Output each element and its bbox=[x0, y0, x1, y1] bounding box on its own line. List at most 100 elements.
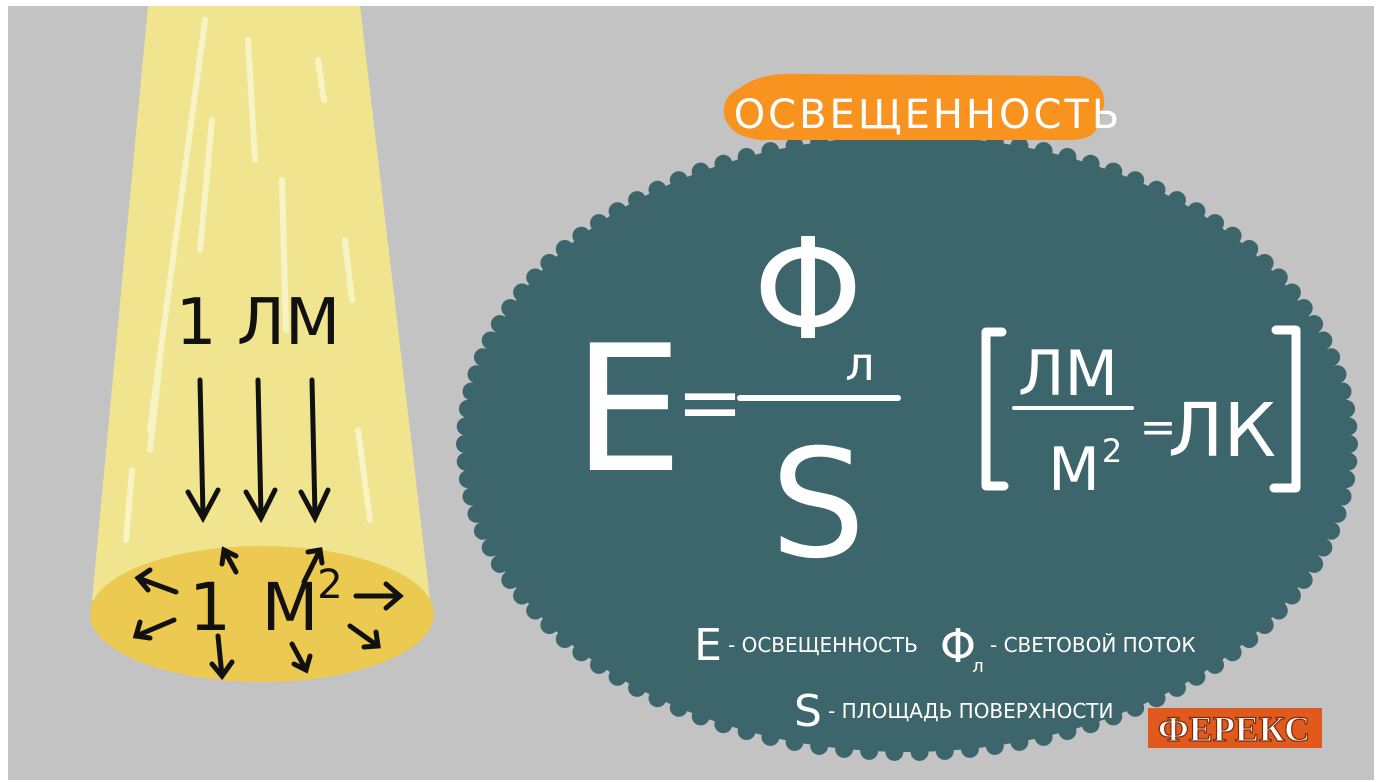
legend-e-text: - ОСВЕЩЕННОСТЬ bbox=[728, 633, 918, 657]
board-scallop bbox=[513, 283, 532, 302]
board-scallop bbox=[691, 162, 710, 181]
unit-equals: = bbox=[1140, 402, 1177, 453]
board-scallop bbox=[628, 678, 647, 697]
legend-phi-subscript: л bbox=[972, 656, 984, 677]
incoming-arrows bbox=[185, 377, 331, 524]
board-scallop bbox=[456, 417, 475, 436]
formula-e: E bbox=[573, 309, 684, 512]
board-scallop bbox=[1104, 162, 1123, 181]
beam-highlights bbox=[123, 17, 373, 543]
board-scallop bbox=[1223, 643, 1242, 662]
board-scallop bbox=[737, 148, 756, 166]
board-scallop bbox=[1206, 214, 1224, 233]
board-scallop bbox=[572, 226, 591, 245]
legend-e-symbol: E bbox=[694, 620, 722, 671]
board-scallop bbox=[669, 698, 688, 717]
scatter-arrows bbox=[132, 546, 404, 681]
unit-meter-exponent: 2 bbox=[1102, 432, 1122, 470]
board-scallop bbox=[540, 616, 559, 634]
board-scallop bbox=[810, 736, 829, 755]
arrow-down-head bbox=[298, 487, 331, 524]
board-scallop bbox=[490, 554, 509, 573]
board-scallop bbox=[462, 487, 481, 506]
board-scallop bbox=[860, 741, 879, 760]
board-scallop bbox=[526, 268, 545, 287]
board-scallop bbox=[761, 142, 780, 161]
formula-phi: Φ bbox=[753, 209, 863, 372]
light-spot bbox=[90, 546, 434, 682]
board-scallop bbox=[1333, 487, 1352, 506]
bracket-left bbox=[981, 327, 1009, 491]
legend-phi-text: - СВЕТОВОЙ ПОТОК bbox=[990, 633, 1196, 657]
unit-meter: М bbox=[1048, 435, 1100, 505]
legend-s-symbol: S bbox=[794, 686, 822, 737]
board-scallop bbox=[608, 667, 627, 686]
board-scallop bbox=[1167, 678, 1186, 697]
arrow-down bbox=[197, 377, 206, 518]
board-scallop bbox=[1104, 707, 1123, 726]
title-badge bbox=[723, 73, 1105, 140]
board-scallop bbox=[555, 630, 574, 648]
board-scallop bbox=[1147, 180, 1166, 199]
arrow-down bbox=[309, 377, 318, 518]
board-scallop bbox=[714, 154, 733, 173]
board-scallop bbox=[1339, 452, 1358, 471]
board-scallop bbox=[1340, 435, 1358, 453]
board-scallop bbox=[1187, 667, 1206, 686]
board-scallop bbox=[590, 655, 608, 674]
board-scallop bbox=[456, 435, 474, 453]
board-background bbox=[465, 136, 1349, 752]
board-scallop bbox=[1269, 601, 1288, 620]
board-scallop bbox=[1255, 616, 1274, 634]
board-scallop bbox=[462, 382, 481, 401]
board-scallop bbox=[501, 299, 520, 318]
board-scallop bbox=[1269, 268, 1288, 287]
board-scallop bbox=[761, 727, 780, 746]
board-scallop bbox=[1010, 137, 1029, 156]
board-scallop bbox=[513, 586, 532, 605]
board-scallop bbox=[1126, 698, 1145, 717]
board-scallop bbox=[714, 715, 733, 734]
board-scallop bbox=[458, 399, 477, 418]
board-scallop bbox=[1282, 586, 1301, 605]
board-scallop bbox=[1058, 148, 1077, 166]
board-scallop bbox=[467, 365, 486, 384]
board-scalloped-edge bbox=[456, 127, 1358, 761]
board-scallop bbox=[1337, 470, 1356, 489]
unit-lux: ЛК bbox=[1168, 388, 1276, 474]
board-scallop bbox=[456, 452, 475, 471]
board-scallop bbox=[1305, 554, 1324, 573]
board-scallop bbox=[1034, 727, 1053, 746]
arrow-down bbox=[255, 377, 264, 518]
formula-phi-subscript: л bbox=[845, 337, 874, 391]
board-scallop bbox=[1314, 331, 1333, 350]
board-scallop bbox=[1034, 142, 1053, 161]
board-scallop bbox=[473, 348, 492, 367]
board-scallop bbox=[628, 191, 647, 210]
board-scallop bbox=[1255, 254, 1274, 272]
board-scallop bbox=[490, 315, 509, 334]
board-scallop bbox=[1322, 521, 1341, 540]
board-scallop bbox=[572, 643, 591, 662]
board-scallop bbox=[648, 180, 667, 199]
board-scallop bbox=[648, 689, 667, 708]
board-scallop bbox=[1081, 715, 1100, 734]
formula-equals: = bbox=[676, 356, 743, 449]
board-scallop bbox=[1081, 154, 1100, 173]
board-scallop bbox=[1282, 283, 1301, 302]
board-scallop bbox=[885, 742, 904, 761]
board-scallop bbox=[737, 722, 756, 740]
board-scallop bbox=[1314, 538, 1333, 557]
board-scallop bbox=[1328, 365, 1347, 384]
board-scallop bbox=[1167, 191, 1186, 210]
board-scallop bbox=[458, 470, 477, 489]
board-scallop bbox=[590, 214, 608, 233]
board-scallop bbox=[1305, 315, 1324, 334]
board-scallop bbox=[785, 732, 804, 751]
bracket-right bbox=[1269, 325, 1301, 493]
board-scallop bbox=[481, 331, 500, 350]
